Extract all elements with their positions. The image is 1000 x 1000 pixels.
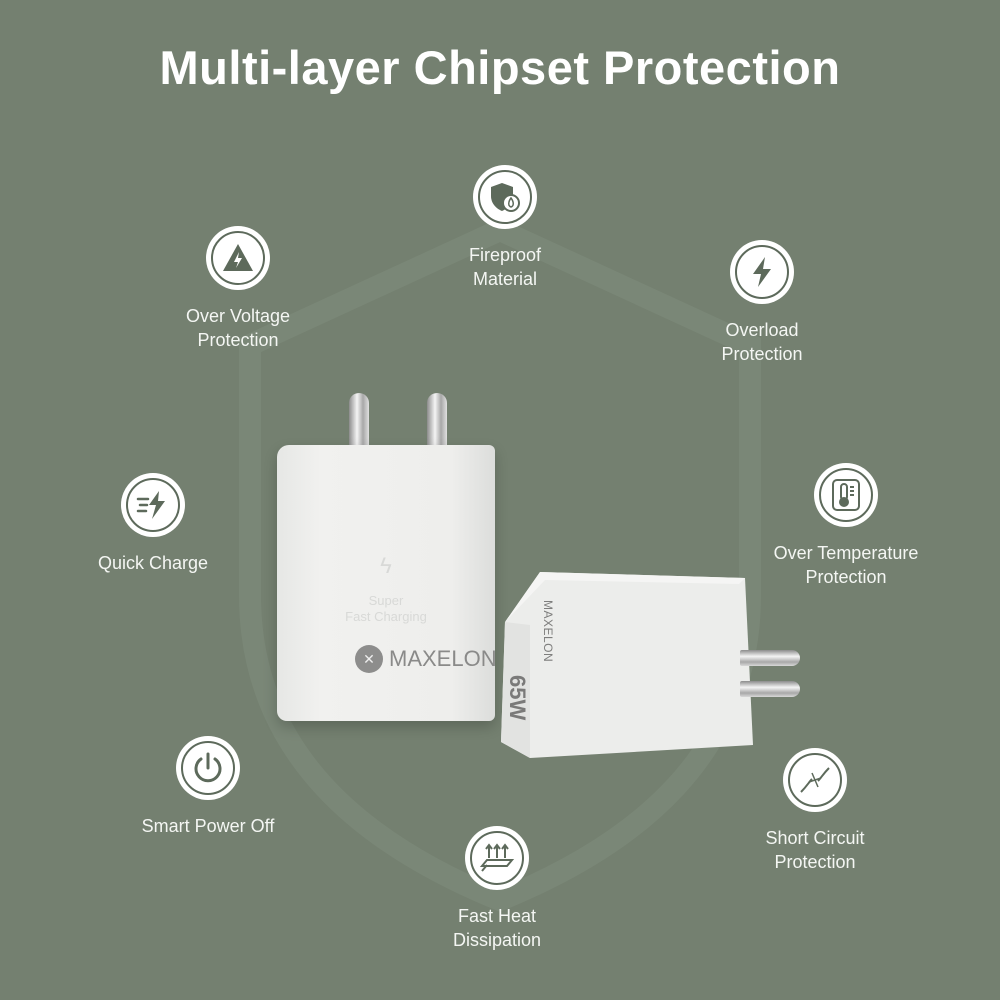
charger-pin — [740, 681, 800, 697]
tagline-super: Super — [368, 593, 404, 608]
feature-label: Protection — [197, 330, 279, 350]
charger-side — [501, 572, 753, 758]
heat-dissipation-icon — [465, 826, 529, 890]
voltage-warning-icon — [206, 226, 270, 290]
charger-pin — [740, 650, 800, 666]
feature-quick-charge: Quick Charge — [43, 473, 263, 575]
charger-pin — [427, 393, 447, 449]
feature-label: Material — [472, 269, 538, 289]
side-brand-name: MAXELON — [541, 600, 555, 663]
feature-label: Protection — [774, 852, 856, 872]
charger-front: ϟ Super Fast Charging ✕ MAXELON — [277, 445, 497, 721]
feature-label: Protection — [805, 567, 887, 587]
feature-label: Fireproof — [468, 245, 542, 265]
charger-pin — [349, 393, 369, 449]
feature-label: Fast Heat — [457, 906, 537, 926]
feature-label: Short Circuit — [765, 828, 865, 848]
brand-name: MAXELON — [389, 646, 497, 671]
brand-logo: ✕ MAXELON — [355, 645, 497, 673]
feature-label: Over Voltage — [185, 306, 291, 326]
feature-label: Quick Charge — [97, 553, 209, 573]
feature-label: Smart Power Off — [141, 816, 275, 836]
feature-label: Dissipation — [452, 930, 542, 950]
wattage-label: 65W — [505, 675, 530, 721]
tagline-fast-charging: Fast Charging — [345, 609, 427, 624]
brand-logo-icon: ✕ — [355, 645, 383, 673]
quick-charge-icon — [121, 473, 185, 537]
feature-label: Protection — [721, 344, 803, 364]
page-title: Multi-layer Chipset Protection — [159, 41, 841, 94]
power-icon — [176, 736, 240, 800]
shield-fire-icon — [473, 165, 537, 229]
feature-label: Over Temperature — [773, 543, 919, 563]
feature-smart-power-off: Smart Power Off — [98, 736, 318, 838]
thermometer-icon — [814, 463, 878, 527]
short-circuit-icon — [783, 748, 847, 812]
bolt-emboss: ϟ — [380, 553, 392, 578]
feature-label: Overload — [725, 320, 799, 340]
lightning-bolt-icon — [730, 240, 794, 304]
